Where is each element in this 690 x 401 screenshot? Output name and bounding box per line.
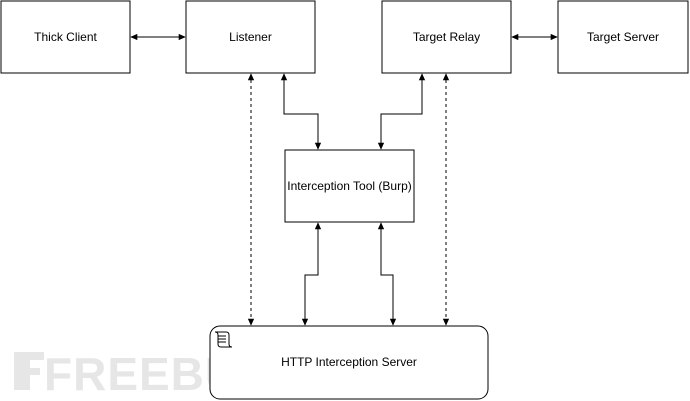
target-relay-box[interactable]	[381, 0, 512, 74]
http-interception-server-label: HTTP Interception Server	[281, 355, 417, 369]
http-interception-server-box[interactable]	[209, 325, 489, 400]
target-server-box[interactable]	[557, 0, 689, 74]
thick-client-box[interactable]	[0, 0, 131, 74]
thick-client-label: Thick Client	[34, 30, 97, 44]
tool-server-left-connector	[301, 222, 322, 326]
listener-tool-connector	[280, 73, 322, 150]
relay-tool-connector	[377, 73, 426, 150]
interception-tool-label: Interception Tool (Burp)	[287, 179, 412, 193]
listener-label: Listener	[229, 30, 272, 44]
tool-server-right-connector	[377, 222, 397, 326]
target-relay-label: Target Relay	[413, 30, 480, 44]
listener-box[interactable]	[185, 0, 316, 74]
interception-tool-box[interactable]	[284, 149, 415, 223]
target-server-label: Target Server	[587, 30, 659, 44]
script-icon	[214, 331, 233, 348]
